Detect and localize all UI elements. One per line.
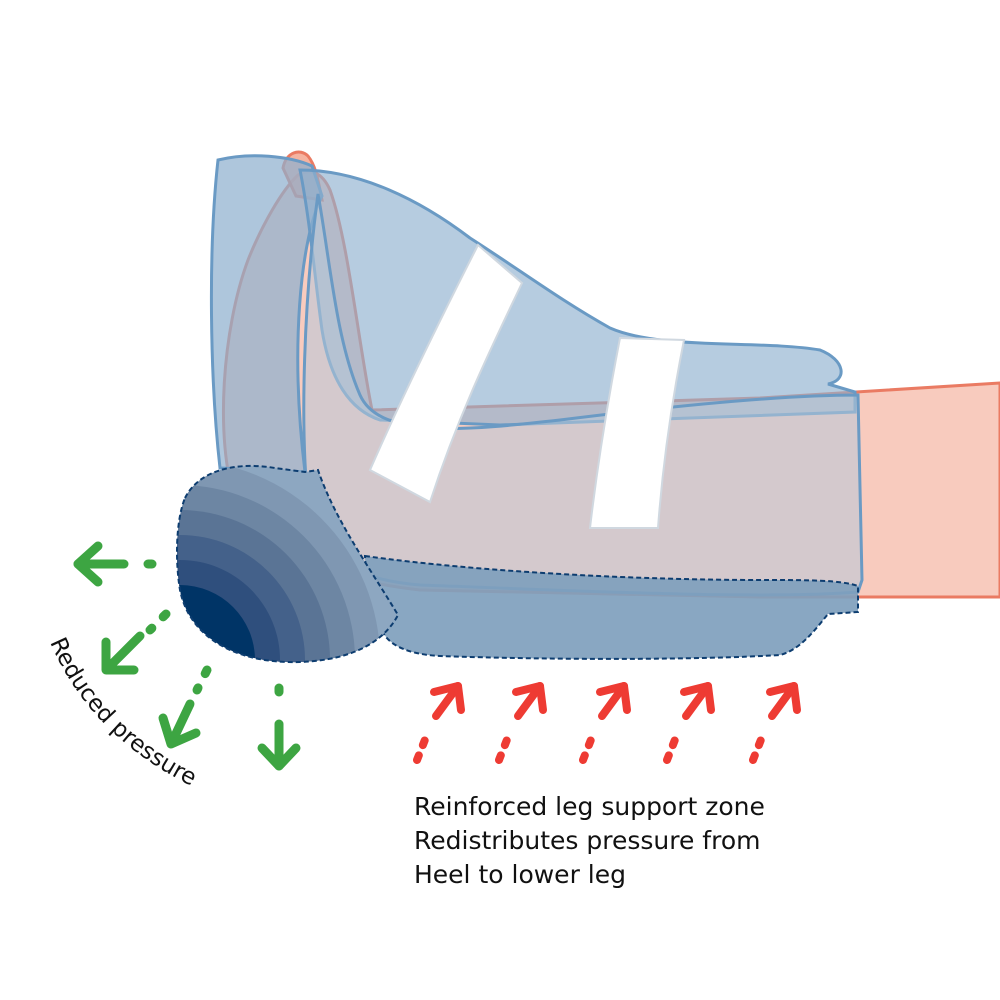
caption-line-2: Redistributes pressure from bbox=[414, 826, 761, 855]
support-pressure-arrows bbox=[413, 682, 801, 764]
boot-top-flap bbox=[298, 168, 857, 427]
green-arrow-down-left-steep bbox=[158, 665, 212, 749]
green-arrow-left bbox=[73, 541, 157, 587]
red-arrow-4 bbox=[663, 682, 715, 764]
red-arrow-5 bbox=[749, 682, 801, 764]
support-zone-caption: Reinforced leg support zone Redistribute… bbox=[414, 790, 765, 892]
reduced-pressure-arrows bbox=[73, 541, 301, 771]
heel-pad-outline bbox=[176, 464, 400, 664]
green-arrow-down-left bbox=[101, 609, 171, 675]
red-arrow-2 bbox=[495, 682, 547, 764]
green-arrow-down bbox=[257, 683, 301, 771]
lower-strap bbox=[588, 336, 686, 529]
caption-line-1: Reinforced leg support zone bbox=[414, 792, 765, 821]
red-arrow-3 bbox=[579, 682, 631, 764]
upper-strap bbox=[368, 243, 524, 504]
leg-support-zone bbox=[363, 554, 859, 660]
red-arrow-1 bbox=[413, 682, 465, 764]
boot-rear-panel bbox=[209, 154, 324, 474]
caption-line-3: Heel to lower leg bbox=[414, 860, 626, 889]
